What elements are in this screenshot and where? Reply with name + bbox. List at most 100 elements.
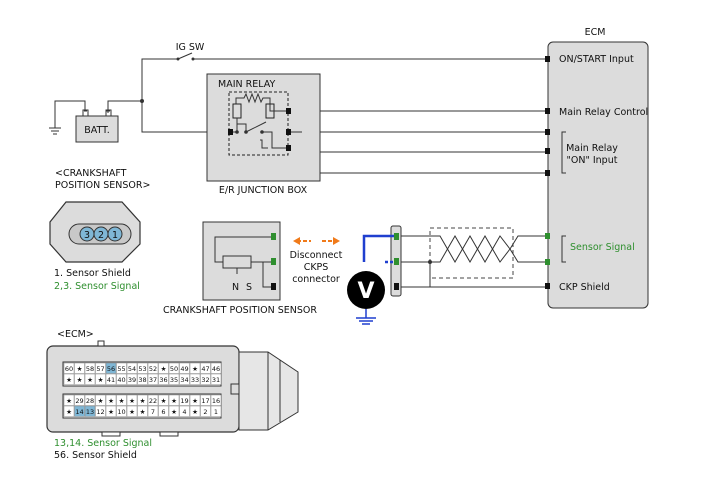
ecm-pin-cell — [74, 394, 85, 406]
ecm-pin-cell — [63, 405, 75, 417]
ecm-pin-label: 40 — [117, 376, 125, 384]
ecm-pin-label: 1 — [214, 408, 218, 416]
ecm-pin-cell — [189, 362, 201, 374]
ecm-pin-label: 4 — [182, 408, 186, 416]
ig-sw-label: IG SW — [176, 42, 205, 53]
ecm-pin-label: 33 — [191, 376, 199, 384]
ecm-pin-cell — [116, 394, 127, 406]
ckps-legend-signal: 2,3. Sensor Signal — [54, 281, 140, 292]
ecm-pin-cell — [95, 373, 106, 385]
ecm-pin-label: 12 — [96, 408, 104, 416]
ecm-pin-cell — [137, 362, 148, 374]
ecm-pin-cell — [63, 394, 75, 406]
ig-switch-blade — [177, 52, 193, 60]
ecm-pin-cell — [210, 394, 222, 406]
ecm-connector-header: <ECM> — [57, 329, 94, 340]
ecm-pin-label: 19 — [180, 397, 188, 405]
ecm-pin-label: 54 — [128, 365, 136, 373]
disconnect-label-2: CKPS — [304, 262, 329, 273]
ecm-terminal — [545, 148, 550, 154]
ckps-pin-1: 1 — [112, 230, 118, 241]
ecm-pin-cell — [158, 362, 169, 374]
ecm-pin-cell — [189, 405, 201, 417]
ecm-pin-cell — [105, 405, 117, 417]
ecm-pin-cell — [95, 405, 106, 417]
sensor-signal-bracket — [561, 235, 566, 263]
ecm-pin-cell — [179, 373, 190, 385]
ecm-pin-label: 29 — [75, 397, 83, 405]
ecm-pin-cell — [105, 362, 117, 374]
ecm-pin-label: 56 — [107, 365, 115, 373]
ecm-pin-label: 28 — [86, 397, 94, 405]
ecm-pin-cell — [126, 362, 138, 374]
ecm-terminal — [545, 283, 550, 289]
ecm-pin-cell — [168, 394, 180, 406]
ecm-pin-label: ★ — [129, 408, 135, 416]
ecm-pin-label: ★ — [87, 376, 93, 384]
ecm-pin-cell — [158, 394, 169, 406]
ecm-pin-label: ★ — [119, 397, 125, 405]
ecm-pin-cell — [74, 373, 85, 385]
ecm-pin-cell — [200, 362, 211, 374]
ecm-pin-label: 41 — [107, 376, 115, 384]
ecm-pin-label: 13 — [86, 408, 94, 416]
ecm-pin-label: ★ — [129, 397, 135, 405]
twisted-pair-b — [401, 234, 511, 264]
ecm-pin-label: ★ — [192, 365, 198, 373]
main-relay-bracket — [561, 131, 566, 174]
disconnect-label-3: connector — [292, 274, 340, 285]
ecm-pin-label: 57 — [96, 365, 104, 373]
ckps-connector-view: <CRANKSHAFT POSITION SENSOR> 3 2 1 1. Se… — [49, 168, 150, 292]
sensor-harness — [390, 225, 545, 297]
ecm-pin-cell — [95, 362, 106, 374]
ecm-pin-cell — [84, 362, 96, 374]
ecm-pin-label: ★ — [66, 376, 72, 384]
ecm-pin-cell — [74, 405, 85, 417]
ecm-pin-label: 47 — [201, 365, 209, 373]
arrow-left-icon — [293, 237, 300, 245]
ecm-pin-cell — [147, 394, 159, 406]
junction-box-label: E/R JUNCTION BOX — [219, 185, 308, 196]
arrow-right-icon — [333, 237, 340, 245]
ecm-pin-label: 50 — [170, 365, 178, 373]
ecm-terminal — [545, 259, 550, 265]
ecm-pin-label: 10 — [117, 408, 125, 416]
relay-contact — [245, 121, 267, 133]
twisted-pair-shield — [429, 227, 514, 279]
ecm-pin-label: 32 — [201, 376, 209, 384]
crankshaft-position-sensor: N S CRANKSHAFT POSITION SENSOR — [163, 221, 317, 316]
ecm-pin-label: ★ — [140, 397, 146, 405]
ecm-pin-cell — [126, 405, 138, 417]
ecm-pin-label: ★ — [77, 365, 83, 373]
ecm-pin-cell — [210, 362, 222, 374]
ecm-pin-cell — [105, 394, 117, 406]
ecm-pin-label: 14 — [75, 408, 83, 416]
ecm-pin-cell — [189, 394, 201, 406]
ecm-pin-cell — [158, 373, 169, 385]
ecm-pin-label: ★ — [192, 408, 198, 416]
ecm-pin-cell — [179, 405, 190, 417]
ecm-pin-label: ★ — [98, 397, 104, 405]
ecm-pin-cell — [116, 405, 127, 417]
ecm-pin-label: 34 — [180, 376, 188, 384]
ecm-pin-label: ★ — [66, 408, 72, 416]
ckps-caption: CRANKSHAFT POSITION SENSOR — [163, 305, 317, 316]
ecm-pin-label: ★ — [171, 408, 177, 416]
battery: BATT. — [49, 100, 119, 143]
ecm-label-ckp-shield: CKP Shield — [559, 282, 610, 293]
ecm-pin-cell — [63, 362, 75, 374]
ecm-pin-label: ★ — [192, 397, 198, 405]
ecm-pin-cell — [158, 405, 169, 417]
twisted-pair-a — [401, 234, 511, 264]
battery-label: BATT. — [84, 125, 110, 136]
voltmeter-label: V — [357, 279, 374, 304]
er-junction-box: MAIN RELAY E/R JUNCTION BOX — [206, 73, 321, 196]
ecm-pin-label: 37 — [149, 376, 157, 384]
ecm-pin-label: 46 — [212, 365, 220, 373]
disconnect-callout: Disconnect CKPS connector — [290, 237, 343, 285]
relay-resistor — [235, 92, 271, 104]
ecm-pin-label: ★ — [161, 365, 167, 373]
ecm-pin-label: ★ — [171, 397, 177, 405]
